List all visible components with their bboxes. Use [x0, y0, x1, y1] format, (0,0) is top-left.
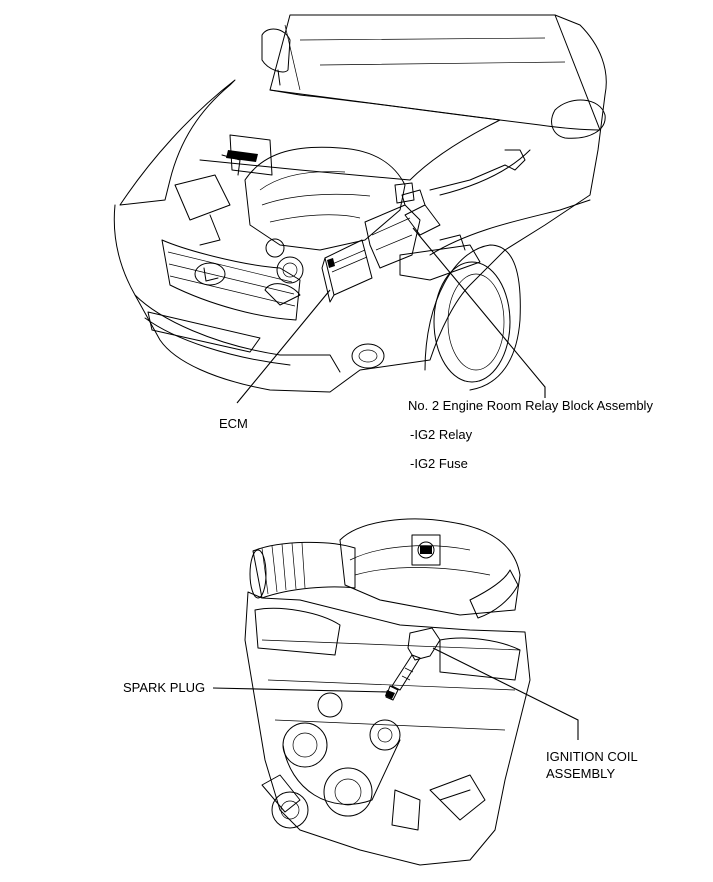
hood-outline	[119, 79, 236, 206]
spark-plug-label: SPARK PLUG	[123, 680, 206, 695]
car-illustration	[113, 14, 607, 393]
engine-block	[244, 591, 531, 866]
spark-plug-leader	[212, 687, 389, 693]
ecm-leader	[236, 289, 331, 404]
ig2-fuse-label: -IG2 Fuse	[410, 456, 468, 471]
engine-bay	[174, 134, 531, 306]
front-grille	[161, 239, 301, 321]
ecm-unit	[321, 239, 373, 303]
lexus-emblem	[194, 262, 226, 286]
right-mirror	[551, 99, 606, 139]
ignition-coil-label-line1: IGNITION COIL	[546, 749, 638, 764]
ignition-coil-label-line2: ASSEMBLY	[546, 766, 616, 781]
fog-lamp	[351, 343, 385, 369]
throttle-body	[411, 534, 441, 566]
left-mirror	[261, 28, 291, 86]
right-headlight	[399, 244, 481, 281]
relay-block-label: No. 2 Engine Room Relay Block Assembly	[408, 398, 653, 413]
front-bumper	[134, 294, 341, 373]
relay-block-leader	[412, 227, 546, 398]
engine-illustration	[244, 518, 531, 866]
ig2-relay-label: -IG2 Relay	[410, 427, 473, 442]
ignition-coil-part	[391, 627, 441, 691]
front-wheel	[424, 244, 521, 391]
intake-duct	[249, 541, 356, 599]
ecm-label: ECM	[219, 416, 248, 431]
car-body-outline	[113, 14, 607, 393]
windshield	[269, 14, 601, 131]
intake-plenum	[339, 518, 521, 616]
relay-block-unit	[364, 189, 426, 269]
ignition-coil-leader	[432, 647, 579, 740]
pulleys	[271, 692, 401, 829]
